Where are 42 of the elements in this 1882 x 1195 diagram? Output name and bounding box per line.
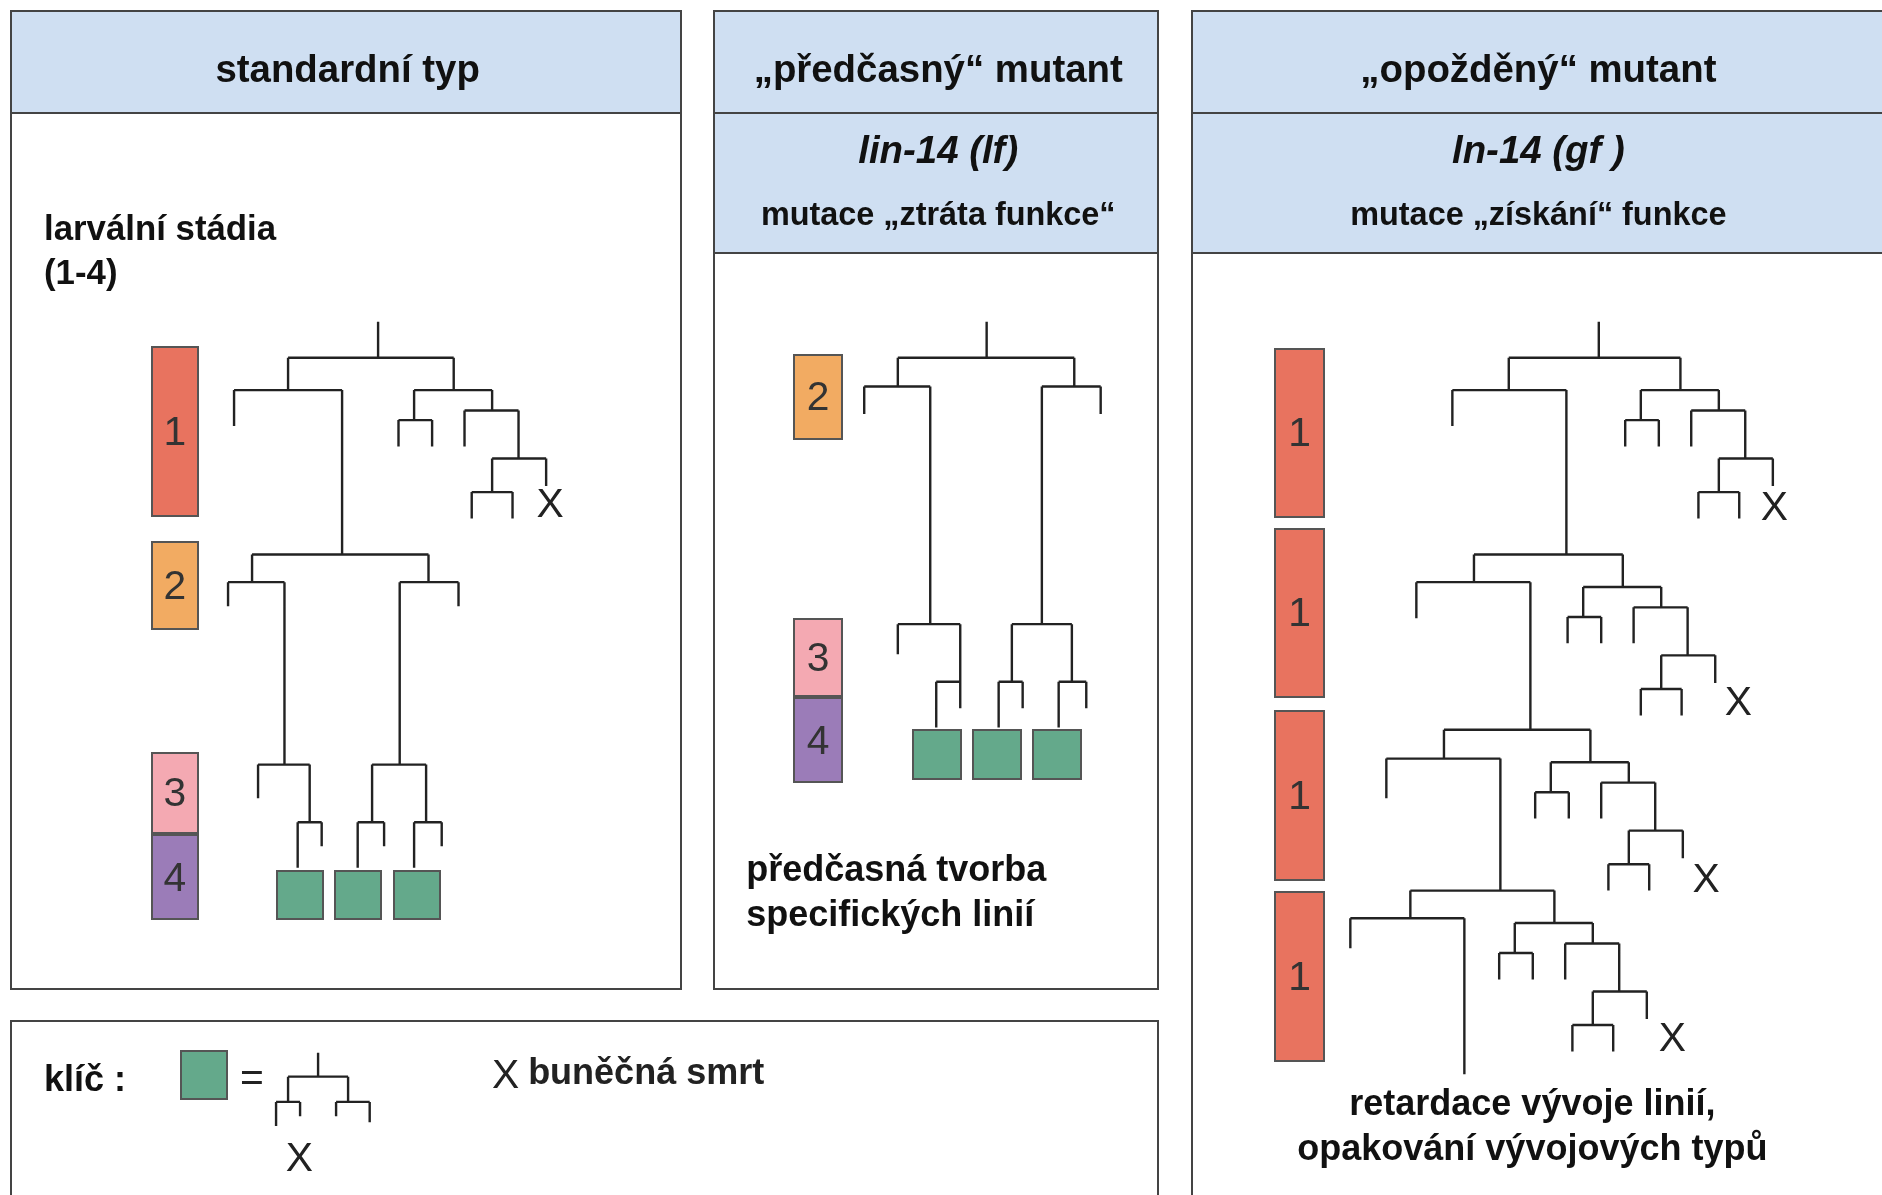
stage-box: 1 (1274, 347, 1325, 519)
panel-heading: standardní typ (214, 46, 481, 93)
death-mark: X (1724, 678, 1753, 726)
death-mark: X (1692, 854, 1720, 902)
stage-box: 2 (150, 540, 199, 630)
death-mark: X (492, 1051, 520, 1099)
stage-box: 1 (1274, 710, 1325, 881)
stage-box: 1 (150, 346, 199, 517)
mutation-label: mutace „ztráta funkce“ (759, 195, 1117, 235)
death-mark: X (536, 480, 564, 528)
stage-label: larvální stádia (1-4) (44, 207, 278, 293)
stage-box: 4 (793, 696, 844, 784)
mutation-label: mutace „získání“ funkce (1349, 195, 1728, 235)
stage-box: 2 (793, 353, 844, 441)
stage-box: 1 (1274, 527, 1325, 699)
note-text: retardace vývoje linií, opakování vývojových typů (1296, 1080, 1769, 1170)
gene-label: ln-14 (gf ) (1451, 126, 1626, 173)
cell-box (275, 869, 324, 921)
cell-box (971, 729, 1023, 780)
panel (1190, 9, 1882, 1195)
stage-box: 3 (150, 752, 199, 834)
stage-box: 4 (150, 833, 199, 921)
panel-heading: „předčasný“ mutant (752, 46, 1124, 93)
cell-box (911, 729, 963, 780)
panel (712, 9, 1160, 991)
death-mark: X (285, 1134, 313, 1182)
panel (9, 1020, 1160, 1195)
stage-box: 3 (793, 617, 844, 697)
death-mark: X (1760, 482, 1789, 530)
cell-box (334, 869, 383, 921)
equals-sign: = (240, 1053, 264, 1101)
key-label: klíč : (44, 1056, 128, 1101)
note-text: předčasná tvorba specifických linií (746, 846, 1048, 936)
cell-box (393, 869, 442, 921)
death-mark: X (1658, 1014, 1687, 1062)
gene-label: lin-14 (lf) (857, 126, 1020, 173)
cell-box (1031, 729, 1083, 780)
panel (9, 9, 682, 991)
panel-heading: „opožděný“ mutant (1359, 46, 1718, 93)
stage-box: 1 (1274, 891, 1325, 1062)
cell-box (179, 1049, 228, 1101)
legend-text: buněčná smrt (528, 1051, 765, 1094)
